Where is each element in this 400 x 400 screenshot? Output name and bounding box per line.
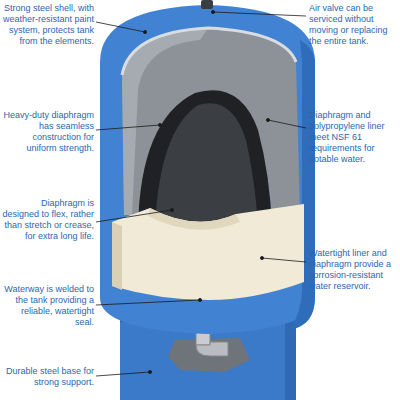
callout-text: Durable steel base for strong support. [2, 366, 94, 388]
callout-text: Diaphragm is designed to flex, rather th… [2, 198, 94, 242]
callout-text: Heavy-duty diaphragm has seamless constr… [2, 110, 94, 154]
callout-text: Diaphragm and polypropylene liner meet N… [309, 110, 398, 165]
callout-text: Waterway is welded to the tank providing… [2, 284, 94, 328]
callout-text: Watertight liner and diaphragm provide a… [309, 248, 398, 292]
callout-text: Air valve can be serviced without moving… [309, 3, 398, 47]
callout-text: Strong steel shell, with weather-resista… [2, 3, 94, 47]
